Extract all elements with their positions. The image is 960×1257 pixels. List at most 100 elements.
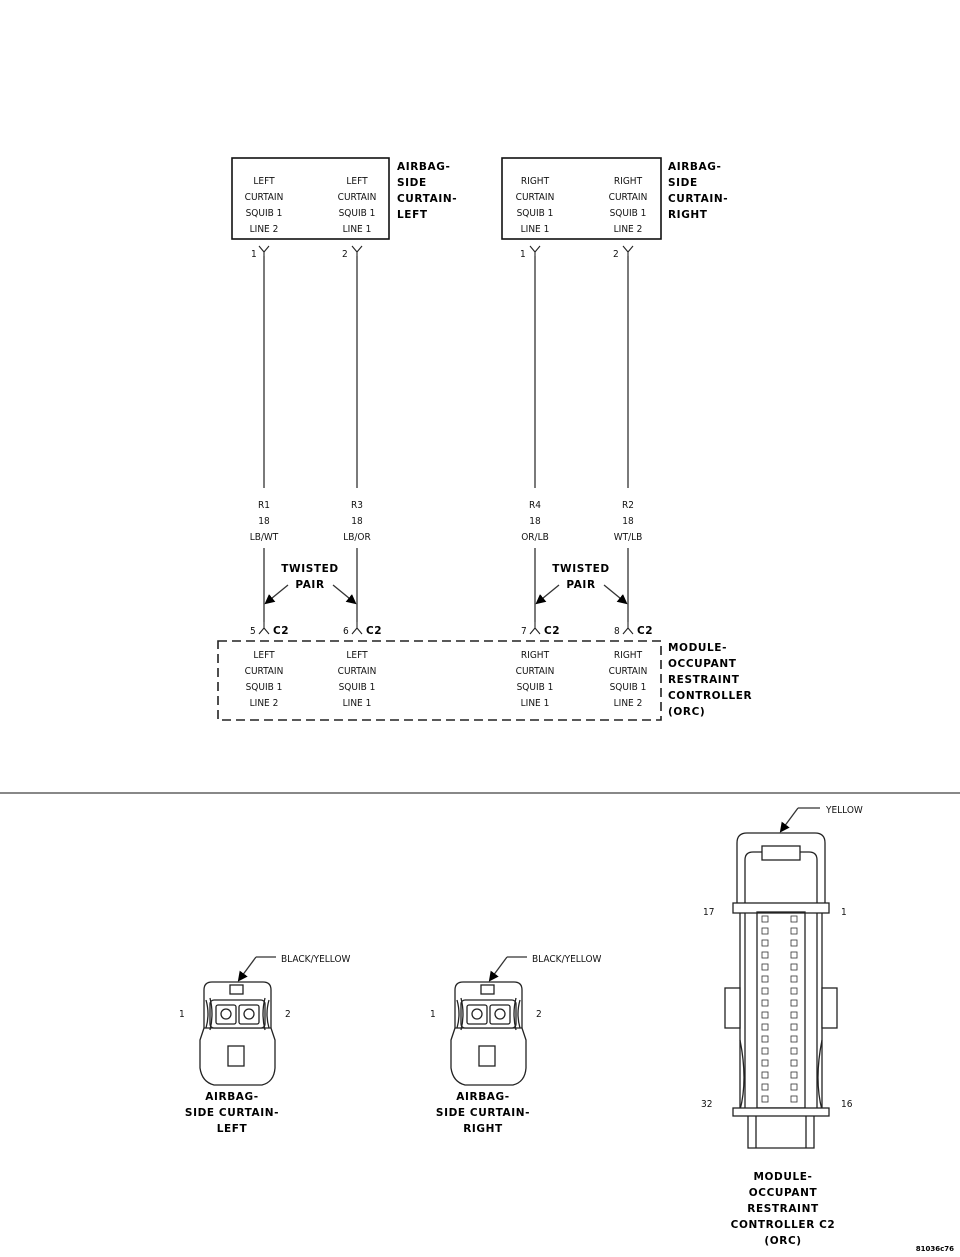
arrow-icon [264,584,289,605]
arrow-icon [237,956,257,982]
connector-body-icon [724,832,838,1149]
orc-connector-pin17: 17 [703,907,714,918]
svg-text:LINE 1: LINE 1 [521,224,550,235]
orc-connector-color-label: YELLOW [825,805,863,816]
orc-connector-caption: MODULE- OCCUPANT RESTRAINT CONTROLLER C2… [731,1171,836,1247]
pin-cavity [761,939,769,947]
pin-cavity [790,975,798,983]
orc-connector-c2: C2 [544,625,560,637]
pin-cavity [790,1035,798,1043]
arrow-icon [535,584,560,605]
svg-text:LINE 2: LINE 2 [250,698,279,709]
svg-text:SQUIB 1: SQUIB 1 [517,208,554,219]
pin-cavity [790,1095,798,1103]
left-curtain-pin2-number: 2 [342,249,348,260]
svg-text:SIDE: SIDE [668,177,698,189]
pin-cavity [761,987,769,995]
orc-connector-c2: C2 [273,625,289,637]
svg-text:WT/LB: WT/LB [614,532,643,543]
svg-text:LEFT: LEFT [217,1123,248,1135]
right-curtain-pin2-number: 2 [613,249,619,260]
svg-text:RIGHT: RIGHT [463,1123,503,1135]
pin-cavity [790,1023,798,1031]
orc-pin8-label: RIGHT CURTAIN SQUIB 1 LINE 2 [609,650,648,709]
orc-connector-pin32: 32 [701,1099,712,1110]
orc-module-component: LEFT CURTAIN SQUIB 1 LINE 2 LEFT CURTAIN… [217,640,752,721]
female-terminal-icon [258,245,270,256]
female-terminal-icon [351,245,363,256]
pin-cavity [790,1083,798,1091]
orc-pin7-label: RIGHT CURTAIN SQUIB 1 LINE 1 [516,650,555,709]
pin-cavity [790,939,798,947]
left-connector-pin1: 1 [179,1009,185,1020]
orc-connector-c2: C2 [366,625,382,637]
pin-cavity [761,951,769,959]
svg-text:LINE 1: LINE 1 [343,224,372,235]
svg-text:SIDE CURTAIN-: SIDE CURTAIN- [436,1107,530,1119]
pin-cavity [790,951,798,959]
svg-text:RIGHT: RIGHT [614,176,643,187]
svg-text:18: 18 [622,516,634,527]
svg-text:AIRBAG-: AIRBAG- [668,161,721,173]
svg-text:OCCUPANT: OCCUPANT [668,658,737,670]
orc-connector-pin1: 1 [841,907,847,918]
svg-text:SQUIB 1: SQUIB 1 [610,208,647,219]
pin-cavity [761,1023,769,1031]
svg-text:CONTROLLER: CONTROLLER [668,690,752,702]
male-terminal-icon [622,622,634,635]
svg-text:LEFT: LEFT [253,176,275,187]
svg-text:MODULE-: MODULE- [668,642,727,654]
svg-text:CONTROLLER C2: CONTROLLER C2 [731,1219,836,1231]
left-curtain-title: AIRBAG- SIDE CURTAIN- LEFT [397,161,457,221]
orc-connector-c2: C2 [637,625,653,637]
male-terminal-icon [258,622,270,635]
right-connector-pin1: 1 [430,1009,436,1020]
pin-cavity [761,999,769,1007]
connector-view-orc-c2: YELLOW 17 1 32 16 MODULE- OCCUPANT RESTR… [701,805,863,1247]
svg-text:AIRBAG-: AIRBAG- [456,1091,509,1103]
pin-cavity [790,987,798,995]
svg-text:18: 18 [529,516,541,527]
svg-text:18: 18 [351,516,363,527]
svg-text:RIGHT: RIGHT [521,650,550,661]
svg-text:SQUIB 1: SQUIB 1 [339,208,376,219]
svg-text:MODULE-: MODULE- [753,1171,812,1183]
svg-text:LEFT: LEFT [346,650,368,661]
airbag-side-curtain-right-component: RIGHT CURTAIN SQUIB 1 LINE 1 RIGHT CURTA… [501,157,728,240]
pin-cavity [790,915,798,923]
figure-id: 81036c76 [916,1245,954,1253]
svg-text:CURTAIN: CURTAIN [516,666,555,677]
svg-text:(ORC): (ORC) [668,706,705,718]
right-curtain-pin1-label: RIGHT CURTAIN SQUIB 1 LINE 1 [516,176,555,235]
twisted-pair-left-label: TWISTED PAIR [281,563,338,591]
pin-cavity [790,999,798,1007]
svg-text:LINE 2: LINE 2 [614,224,643,235]
svg-text:CURTAIN: CURTAIN [245,666,284,677]
arrow-icon [603,584,628,605]
svg-text:R4: R4 [529,500,541,511]
svg-text:LINE 2: LINE 2 [250,224,279,235]
right-curtain-pin2-label: RIGHT CURTAIN SQUIB 1 LINE 2 [609,176,648,235]
wire-r3-label: R3 18 LB/OR [343,500,371,543]
svg-text:RESTRAINT: RESTRAINT [747,1203,819,1215]
svg-text:SQUIB 1: SQUIB 1 [246,208,283,219]
right-connector-caption: AIRBAG- SIDE CURTAIN- RIGHT [436,1091,530,1135]
pin-cavity [761,1095,769,1103]
svg-text:SQUIB 1: SQUIB 1 [517,682,554,693]
wire-r1-label: R1 18 LB/WT [250,500,279,543]
pin-cavity [761,1059,769,1067]
svg-text:LEFT: LEFT [397,209,428,221]
svg-text:R3: R3 [351,500,363,511]
male-terminal-icon [529,622,541,635]
svg-text:TWISTED: TWISTED [281,563,338,575]
svg-text:CURTAIN-: CURTAIN- [397,193,457,205]
arrow-icon [488,956,508,982]
svg-text:R2: R2 [622,500,634,511]
pin-cavity [790,1047,798,1055]
svg-text:CURTAIN-: CURTAIN- [668,193,728,205]
airbag-side-curtain-left-component: LEFT CURTAIN SQUIB 1 LINE 2 LEFT CURTAIN… [231,157,457,240]
svg-text:CURTAIN: CURTAIN [338,666,377,677]
svg-text:LB/WT: LB/WT [250,532,279,543]
svg-text:CURTAIN: CURTAIN [609,666,648,677]
